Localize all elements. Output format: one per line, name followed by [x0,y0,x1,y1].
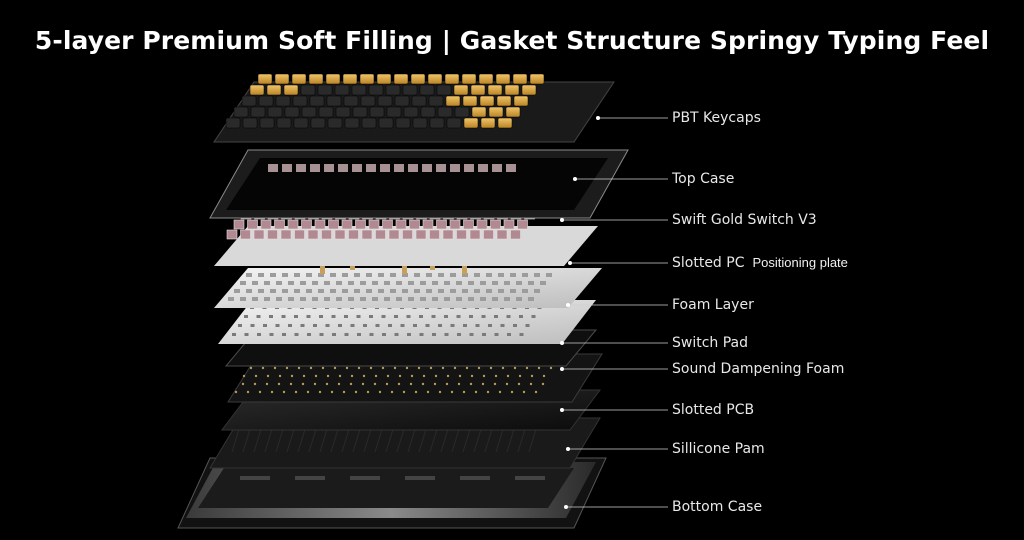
leader-dot [564,505,568,509]
layer-label-text: Foam Layer [672,297,754,313]
layer-label-text: Swift Gold Switch V3 [672,212,817,228]
leader-dot [560,408,564,412]
layer-label: Slotted PCB [672,402,754,418]
layer-label-text: Slotted PCB [672,402,755,418]
layer-label-text: Slotted PC [672,255,745,271]
layer-label-text: Top Case [672,171,735,187]
layer-label: Sound Dampening Foam [672,361,844,377]
keycaps-layer [213,73,615,143]
leader-dot [566,303,570,307]
leader-dot [596,116,600,120]
layer-label: Swift Gold Switch V3 [672,212,817,228]
layer-label-text: Switch Pad [672,335,749,351]
layer-label: Bottom Case [672,499,762,515]
leader-dot [560,341,564,345]
top-case-layer [209,149,629,219]
layer-label: Sillicone Pam [672,441,765,457]
leader-dot [566,447,570,451]
leader-dot [568,261,572,265]
layer-label-text: Bottom Case [672,499,763,515]
layer-label-text: Sillicone Pam [672,441,765,457]
leader-dot [560,218,564,222]
layer-label: Slotted PC Positioning plate [672,255,848,271]
page-title: 5-layer Premium Soft Filling | Gasket St… [34,26,990,55]
layer-label: PBT Keycaps [672,110,761,126]
leader-dot [560,367,564,371]
layer-sublabel-text: Positioning plate [752,255,848,270]
layer-label: Switch Pad [672,335,748,351]
layer-label-text: PBT Keycaps [672,110,761,126]
leader-dot [573,177,577,181]
bottom-case-layer [177,457,607,529]
layer-label: Top Case [672,171,734,187]
slotted-pc-plate-layer [214,258,602,308]
layer-label-text: Sound Dampening Foam [672,361,845,377]
layer-label: Foam Layer [672,297,754,313]
